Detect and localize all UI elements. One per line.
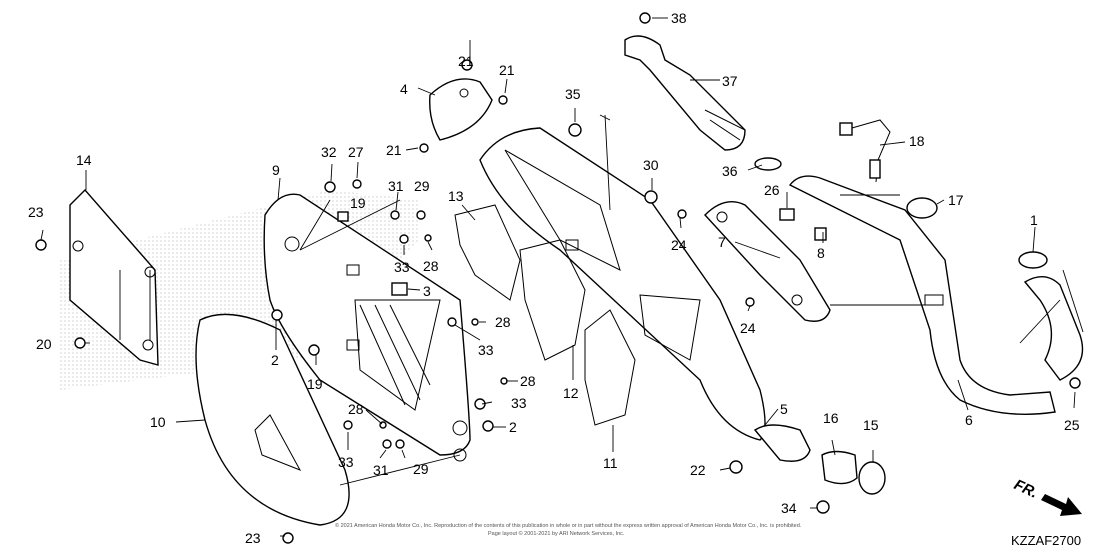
part-9-inner-guard[interactable] bbox=[263, 193, 471, 462]
callout-1[interactable]: 1 bbox=[1030, 212, 1038, 228]
callout-18[interactable]: 18 bbox=[909, 133, 925, 149]
callout-21b[interactable]: 21 bbox=[499, 62, 515, 78]
part-36-gasket[interactable] bbox=[754, 157, 782, 171]
callout-21c[interactable]: 21 bbox=[386, 142, 402, 158]
part-1-gasket[interactable] bbox=[1018, 251, 1048, 269]
callout-13[interactable]: 13 bbox=[448, 188, 464, 204]
part-7-heat-guard[interactable] bbox=[704, 201, 831, 322]
callout-28c[interactable]: 28 bbox=[520, 373, 536, 389]
diagram-code: KZZAF2700 bbox=[1011, 533, 1081, 548]
callout-3[interactable]: 3 bbox=[423, 283, 431, 299]
callout-19a[interactable]: 19 bbox=[350, 195, 366, 211]
callout-24b[interactable]: 24 bbox=[740, 320, 756, 336]
callout-22[interactable]: 22 bbox=[690, 462, 706, 478]
callout-37[interactable]: 37 bbox=[722, 73, 738, 89]
callout-10[interactable]: 10 bbox=[150, 414, 166, 430]
callout-30[interactable]: 30 bbox=[643, 157, 659, 173]
callout-25[interactable]: 25 bbox=[1064, 417, 1080, 433]
callout-27[interactable]: 27 bbox=[348, 144, 364, 160]
part-14-shield[interactable] bbox=[69, 188, 159, 366]
callout-20[interactable]: 20 bbox=[36, 336, 52, 352]
callout-31b[interactable]: 31 bbox=[373, 462, 389, 478]
callout-7[interactable]: 7 bbox=[718, 234, 726, 250]
part-16-sleeve[interactable] bbox=[821, 450, 858, 485]
callout-8[interactable]: 8 bbox=[817, 245, 825, 261]
callout-19b[interactable]: 19 bbox=[307, 376, 323, 392]
part-37-exhaust-pipe[interactable] bbox=[624, 35, 746, 151]
callout-35[interactable]: 35 bbox=[565, 86, 581, 102]
callout-29a[interactable]: 29 bbox=[414, 178, 430, 194]
front-label: FR. bbox=[1011, 476, 1040, 502]
part-18-sensor[interactable] bbox=[839, 119, 891, 183]
callout-33a[interactable]: 33 bbox=[394, 259, 410, 275]
callout-23b[interactable]: 23 bbox=[245, 530, 261, 546]
callout-34[interactable]: 34 bbox=[781, 500, 797, 516]
part-12-pad[interactable] bbox=[519, 239, 586, 361]
callout-31a[interactable]: 31 bbox=[388, 178, 404, 194]
callout-11[interactable]: 11 bbox=[603, 455, 618, 471]
callout-2b[interactable]: 2 bbox=[509, 419, 517, 435]
callout-33b[interactable]: 33 bbox=[478, 342, 494, 358]
callout-labels: 1 2 2 3 4 5 6 7 8 9 10 11 12 13 14 15 16… bbox=[28, 10, 1080, 546]
callout-23a[interactable]: 23 bbox=[28, 204, 44, 220]
part-6-main-pipe[interactable] bbox=[788, 175, 1084, 415]
part-10-outer-cover[interactable] bbox=[195, 313, 350, 526]
copyright-line-1: © 2021 American Honda Motor Co., Inc. Re… bbox=[335, 522, 802, 529]
part-11-pad[interactable] bbox=[584, 309, 636, 426]
callout-26[interactable]: 26 bbox=[764, 182, 780, 198]
callout-28a[interactable]: 28 bbox=[423, 258, 439, 274]
part-13-pad[interactable] bbox=[454, 204, 521, 301]
front-direction-indicator: FR. bbox=[1011, 476, 1082, 516]
part-15-clamp[interactable] bbox=[858, 461, 886, 495]
callout-33d[interactable]: 33 bbox=[338, 454, 354, 470]
callout-2a[interactable]: 2 bbox=[271, 352, 279, 368]
callout-17[interactable]: 17 bbox=[948, 192, 964, 208]
callout-29b[interactable]: 29 bbox=[413, 461, 429, 477]
leader-lines bbox=[40, 17, 1084, 537]
front-arrow-icon bbox=[1041, 494, 1082, 516]
callout-5[interactable]: 5 bbox=[780, 401, 788, 417]
callout-15[interactable]: 15 bbox=[863, 417, 879, 433]
callout-36[interactable]: 36 bbox=[722, 163, 738, 179]
callout-16[interactable]: 16 bbox=[823, 410, 839, 426]
callout-33c[interactable]: 33 bbox=[511, 395, 527, 411]
callout-24a[interactable]: 24 bbox=[671, 237, 687, 253]
part-muffler-body[interactable] bbox=[479, 127, 811, 462]
copyright-line-2: Page layout © 2001-2021 by ARI Network S… bbox=[488, 530, 625, 537]
callout-6[interactable]: 6 bbox=[965, 412, 973, 428]
callout-14[interactable]: 14 bbox=[76, 152, 92, 168]
callout-32[interactable]: 32 bbox=[321, 144, 337, 160]
part-4-end-cap[interactable] bbox=[429, 78, 493, 141]
callout-28d[interactable]: 28 bbox=[348, 401, 364, 417]
part-17-clamp[interactable] bbox=[906, 197, 938, 219]
callout-4[interactable]: 4 bbox=[400, 81, 408, 97]
callout-38[interactable]: 38 bbox=[671, 10, 687, 26]
callout-21a[interactable]: 21 bbox=[458, 53, 474, 69]
callout-12[interactable]: 12 bbox=[563, 385, 579, 401]
callout-9[interactable]: 9 bbox=[272, 162, 280, 178]
callout-28b[interactable]: 28 bbox=[495, 314, 511, 330]
